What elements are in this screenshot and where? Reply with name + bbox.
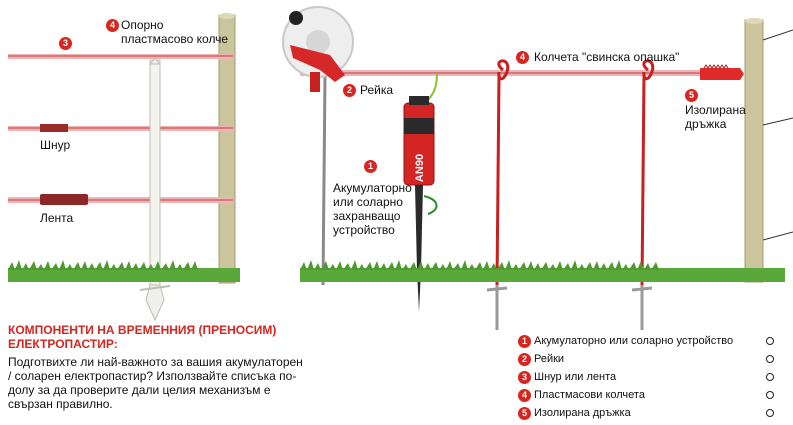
reel-stake bbox=[321, 74, 327, 286]
checklist-checkbox[interactable] bbox=[766, 355, 774, 363]
cord-segment bbox=[40, 124, 68, 132]
checklist-number: 1 bbox=[518, 334, 531, 348]
checklist-number: 2 bbox=[518, 352, 531, 366]
checklist-text: Рейки bbox=[534, 353, 565, 365]
label-reel: Рейка bbox=[360, 83, 394, 97]
plastic-post bbox=[149, 59, 161, 291]
checklist-number: 5 bbox=[518, 406, 531, 420]
reel-handle bbox=[289, 11, 303, 25]
wooden-post-top bbox=[219, 13, 235, 19]
checklist-checkbox[interactable] bbox=[766, 373, 774, 381]
right-panel: AN90 bbox=[282, 6, 793, 330]
checklist-checkbox[interactable] bbox=[766, 391, 774, 399]
wooden-post-right bbox=[744, 19, 764, 283]
left-panel bbox=[8, 13, 240, 322]
grass-left bbox=[8, 268, 240, 282]
pigtail-post-2 bbox=[631, 59, 655, 330]
components-description: Подготвихте ли най-важното за вашия акум… bbox=[8, 355, 303, 411]
reel-bracket bbox=[290, 45, 345, 82]
label-energizer: Акумулаторно или соларно захранващо устр… bbox=[333, 181, 412, 237]
grass-right bbox=[300, 268, 785, 282]
checklist-checkbox[interactable] bbox=[766, 337, 774, 345]
badge-pigtail: 4 bbox=[516, 51, 529, 64]
badge-energizer: 1 bbox=[364, 160, 377, 173]
badge-handle: 5 bbox=[685, 89, 698, 102]
checklist-checkbox[interactable] bbox=[766, 409, 774, 417]
components-title: КОМПОНЕНТИ НА ВРЕМЕННИЯ (ПРЕНОСИМ) ЕЛЕКТ… bbox=[8, 323, 277, 351]
pigtail-post-1 bbox=[486, 59, 510, 330]
label-tape: Лента bbox=[40, 211, 74, 225]
device-brand-text: AN90 bbox=[414, 154, 426, 182]
checklist-text: Пластмасови колчета bbox=[534, 389, 645, 401]
checklist-number: 4 bbox=[518, 388, 531, 402]
badge-reel: 2 bbox=[343, 84, 356, 97]
label-handle: Изолирана дръжка bbox=[685, 103, 746, 131]
checklist-number: 3 bbox=[518, 370, 531, 384]
checklist-text: Изолирана дръжка bbox=[534, 407, 631, 419]
checklist-text: Акумулаторно или соларно устройство bbox=[534, 335, 734, 347]
energizer-lead bbox=[427, 72, 438, 101]
energizer-spike bbox=[415, 185, 423, 312]
label-post-left: Опорно пластмасово колче bbox=[121, 18, 229, 46]
insulated-handle bbox=[700, 68, 744, 80]
tape-segment bbox=[40, 194, 88, 205]
label-cord: Шнур bbox=[40, 138, 71, 152]
badge-wire-top: 3 bbox=[59, 37, 72, 50]
badge-post-left: 4 bbox=[106, 19, 119, 32]
checklist-text: Шнур или лента bbox=[534, 371, 617, 383]
label-pigtail: Колчета "свинска опашка" bbox=[534, 50, 680, 64]
